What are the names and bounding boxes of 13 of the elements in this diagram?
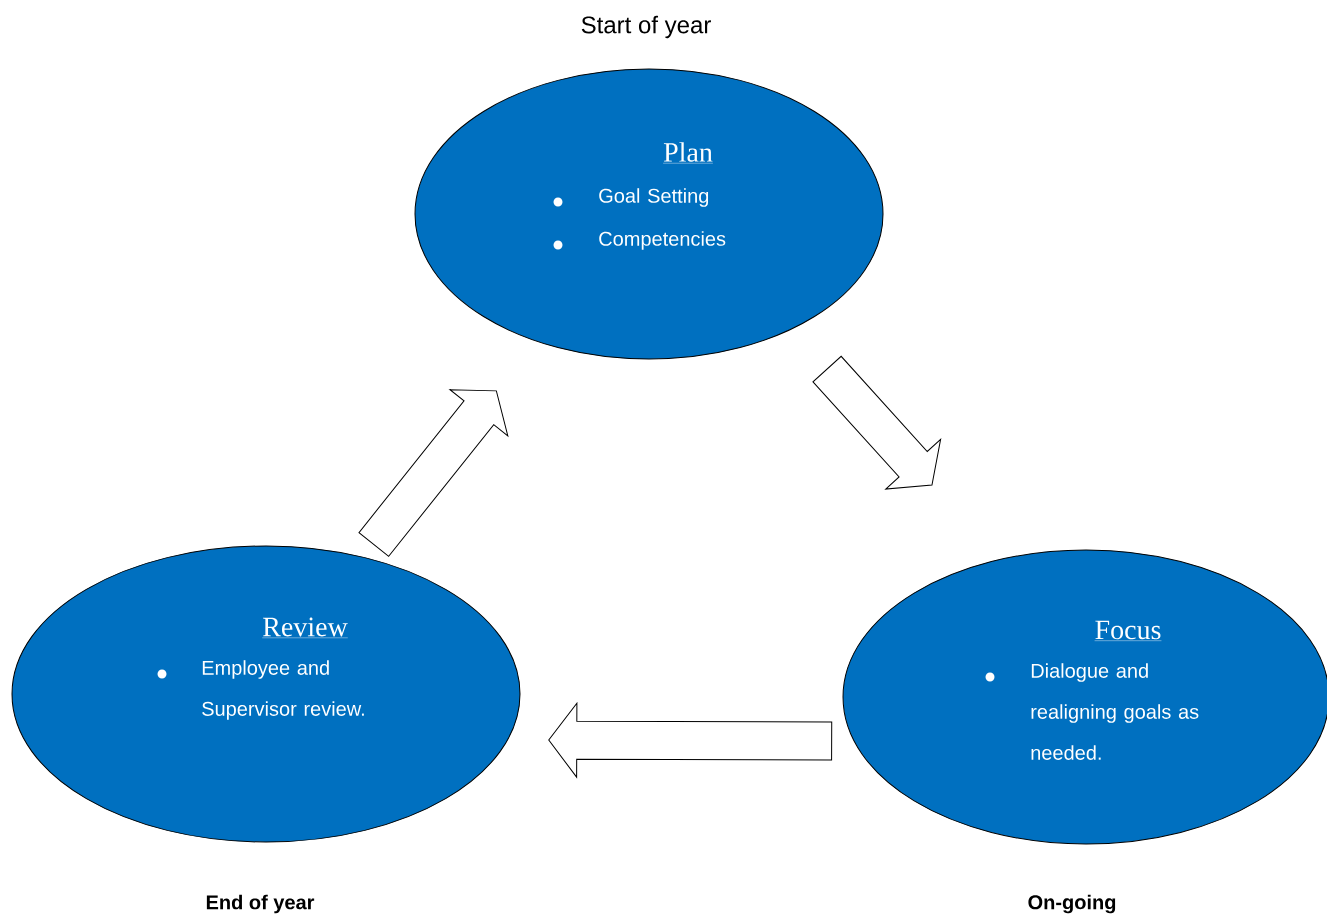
bullet-text: Goal Setting xyxy=(599,188,709,207)
bullet-text: Competencies xyxy=(599,231,726,250)
block-arrow xyxy=(548,702,833,778)
heading: Plan xyxy=(662,142,714,164)
bullet-text: Employee and Supervisor review. xyxy=(202,660,364,720)
stage-caption: Start of year xyxy=(581,15,711,39)
block-arrow xyxy=(358,389,509,557)
stage-caption: End of year xyxy=(206,894,315,914)
stage-caption: On-going xyxy=(1028,894,1116,914)
heading: Review xyxy=(262,617,348,638)
bullet-text: Dialogue and realigning goals as needed. xyxy=(1031,663,1199,760)
heading: Focus xyxy=(1094,620,1162,641)
block-arrow xyxy=(812,355,942,490)
